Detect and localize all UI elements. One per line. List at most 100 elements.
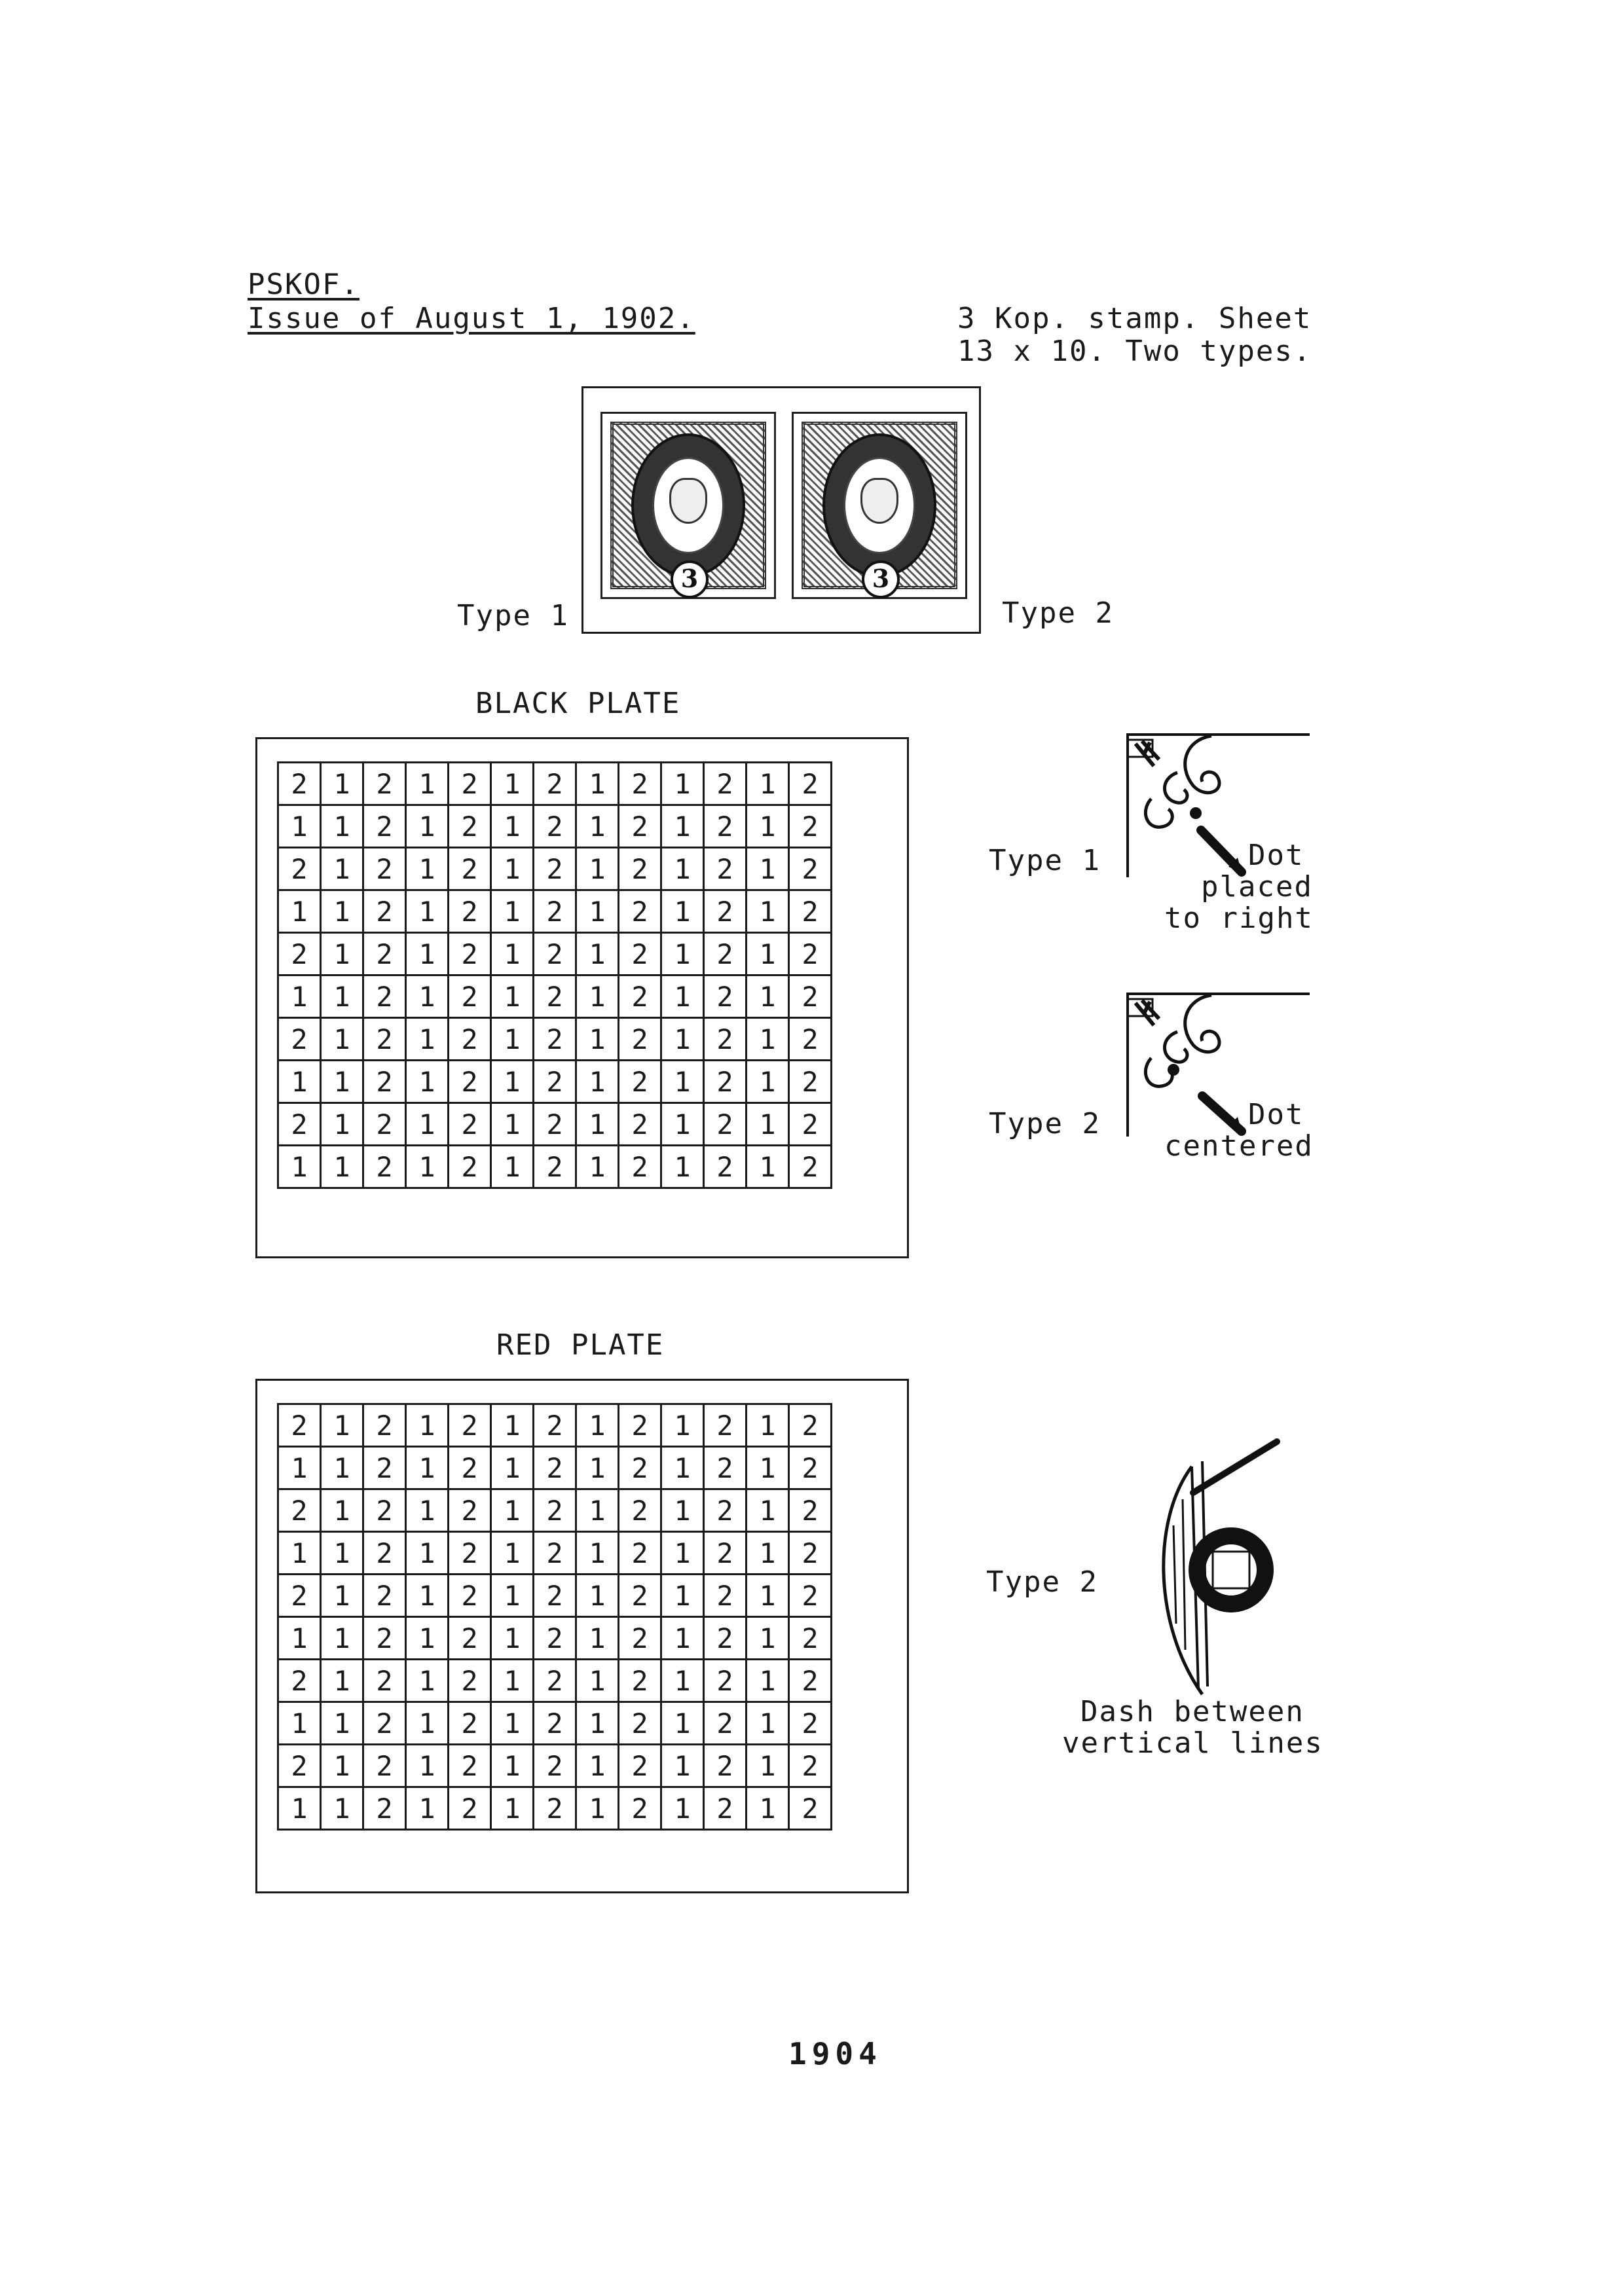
grid-cell: 2: [618, 1403, 662, 1448]
grid-cell: 2: [447, 1059, 492, 1104]
grid-cell: 1: [575, 761, 619, 806]
grid-cell: 1: [490, 761, 534, 806]
red-caption-line1: Dash between: [1080, 1695, 1304, 1728]
grid-cell: 2: [447, 1531, 492, 1575]
grid-cell: 1: [575, 1446, 619, 1490]
grid-cell: 2: [618, 1017, 662, 1061]
detail-type1-label: Type 1: [989, 844, 1101, 877]
grid-cell: 2: [362, 1573, 407, 1618]
stamp-info-line2: 13 x 10. Two types.: [957, 335, 1312, 368]
grid-cell: 1: [745, 1102, 790, 1146]
grid-cell: 1: [405, 1446, 449, 1490]
grid-cell: 2: [362, 1743, 407, 1788]
grid-cell: 1: [320, 1488, 364, 1533]
grid-cell: 2: [618, 1616, 662, 1660]
grid-cell: 1: [745, 1488, 790, 1533]
grid-cell: 1: [277, 1059, 322, 1104]
grid-cell: 2: [362, 932, 407, 976]
grid-cell: 2: [703, 1616, 747, 1660]
grid-cell: 2: [703, 1531, 747, 1575]
grid-cell: 2: [703, 932, 747, 976]
grid-cell: 2: [447, 1488, 492, 1533]
grid-cell: 2: [532, 1488, 577, 1533]
grid-cell: 1: [320, 1743, 364, 1788]
grid-cell: 1: [405, 1488, 449, 1533]
grid-cell: 1: [320, 1658, 364, 1703]
grid-cell: 1: [320, 1531, 364, 1575]
grid-cell: 2: [362, 804, 407, 848]
grid-cell: 2: [362, 1488, 407, 1533]
grid-cell: 2: [618, 1786, 662, 1831]
grid-cell: 2: [788, 1403, 832, 1448]
grid-cell: 1: [277, 889, 322, 934]
grid-cell: 1: [575, 889, 619, 934]
grid-cell: 1: [575, 1102, 619, 1146]
grid-cell: 2: [618, 1573, 662, 1618]
grid-cell: 1: [745, 932, 790, 976]
grid-cell: 2: [447, 1658, 492, 1703]
grid-cell: 1: [490, 1573, 534, 1618]
grid-cell: 1: [575, 1573, 619, 1618]
grid-cell: 1: [575, 1144, 619, 1189]
grid-cell: 2: [532, 1701, 577, 1745]
grid-cell: 1: [490, 1658, 534, 1703]
grid-cell: 1: [660, 761, 705, 806]
grid-cell: 1: [277, 804, 322, 848]
grid-cell: 2: [788, 889, 832, 934]
grid-cell: 1: [490, 889, 534, 934]
grid-cell: 2: [362, 1403, 407, 1448]
grid-cell: 1: [575, 932, 619, 976]
grid-cell: 1: [320, 847, 364, 891]
grid-cell: 1: [277, 1531, 322, 1575]
grid-cell: 1: [277, 1701, 322, 1745]
grid-cell: 2: [703, 1743, 747, 1788]
grid-cell: 2: [447, 804, 492, 848]
grid-cell: 2: [618, 847, 662, 891]
grid-cell: 1: [405, 1701, 449, 1745]
grid-cell: 2: [277, 1743, 322, 1788]
grid-cell: 1: [660, 1658, 705, 1703]
grid-cell: 2: [447, 1573, 492, 1618]
grid-cell: 1: [745, 1786, 790, 1831]
place-heading: PSKOF.: [248, 268, 360, 301]
grid-cell: 2: [362, 1144, 407, 1189]
grid-cell: 1: [745, 1573, 790, 1618]
grid-cell: 2: [532, 761, 577, 806]
grid-cell: 2: [788, 1446, 832, 1490]
grid-cell: 1: [575, 1059, 619, 1104]
grid-cell: 2: [532, 1573, 577, 1618]
grid-cell: 1: [660, 1743, 705, 1788]
grid-cell: 1: [405, 1658, 449, 1703]
grid-cell: 2: [703, 761, 747, 806]
grid-cell: 2: [362, 1658, 407, 1703]
grid-cell: 2: [362, 1701, 407, 1745]
grid-cell: 1: [660, 1488, 705, 1533]
grid-cell: 2: [788, 1743, 832, 1788]
grid-cell: 2: [447, 1446, 492, 1490]
grid-cell: 1: [745, 1446, 790, 1490]
grid-cell: 1: [575, 1488, 619, 1533]
grid-cell: 1: [490, 1616, 534, 1660]
grid-cell: 2: [277, 1658, 322, 1703]
grid-cell: 1: [405, 1616, 449, 1660]
grid-cell: 2: [703, 1059, 747, 1104]
grid-cell: 1: [575, 1701, 619, 1745]
grid-cell: 1: [745, 1531, 790, 1575]
grid-cell: 1: [320, 889, 364, 934]
detail-type2-label: Type 2: [989, 1107, 1101, 1140]
grid-cell: 2: [447, 1403, 492, 1448]
grid-cell: 2: [788, 1573, 832, 1618]
grid-cell: 2: [618, 1102, 662, 1146]
grid-cell: 1: [320, 804, 364, 848]
grid-cell: 1: [320, 1102, 364, 1146]
type1-caption-line2: placed: [1201, 870, 1313, 903]
